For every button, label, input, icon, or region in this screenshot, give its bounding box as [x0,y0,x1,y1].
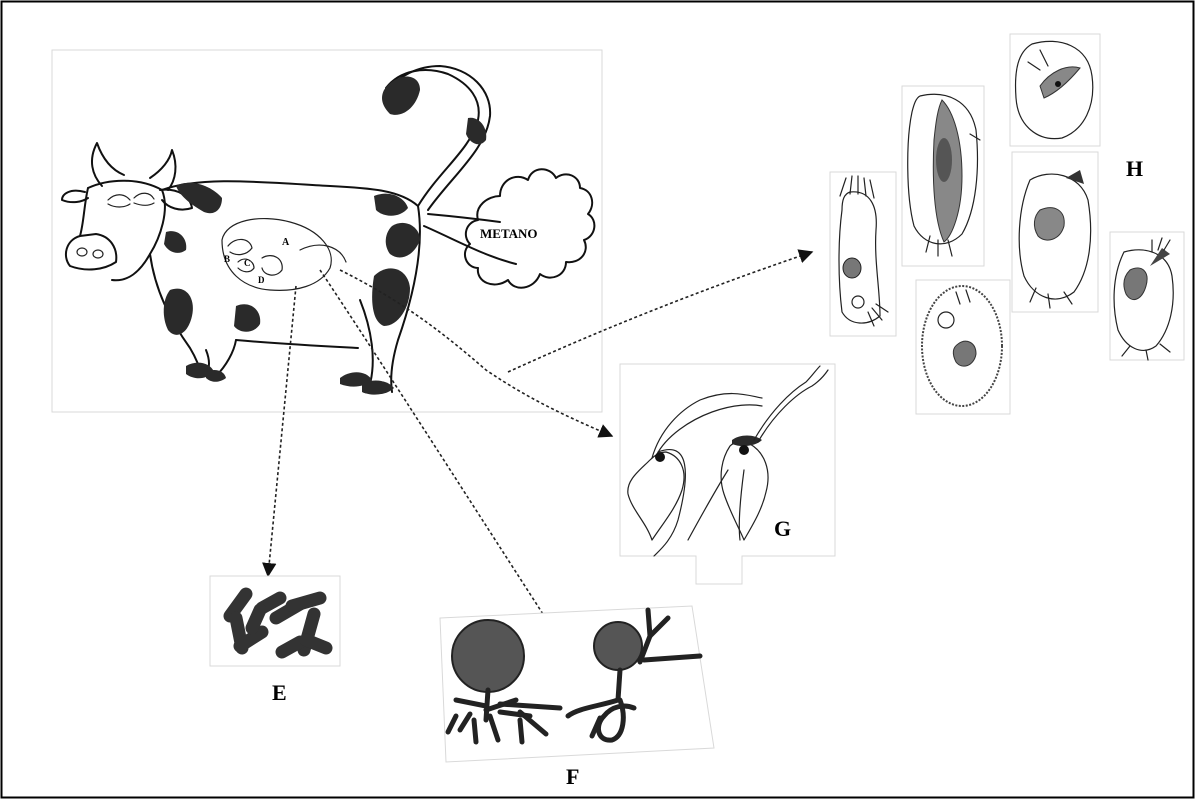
stomach-label-b: B [224,254,230,264]
stomach-label-a: A [282,237,290,248]
stomach-label-c: C [244,258,251,268]
stomach-label-d: D [258,275,265,285]
label-h: H [1126,156,1143,181]
flagellates-micrograph-icon [620,364,835,584]
label-g: G [774,516,791,541]
label-e: E [272,680,287,705]
methane-label: METANO [480,226,538,241]
bacteria-micrograph-icon [210,576,340,666]
fungi-micrograph-icon [440,606,714,762]
label-f: F [566,764,579,789]
